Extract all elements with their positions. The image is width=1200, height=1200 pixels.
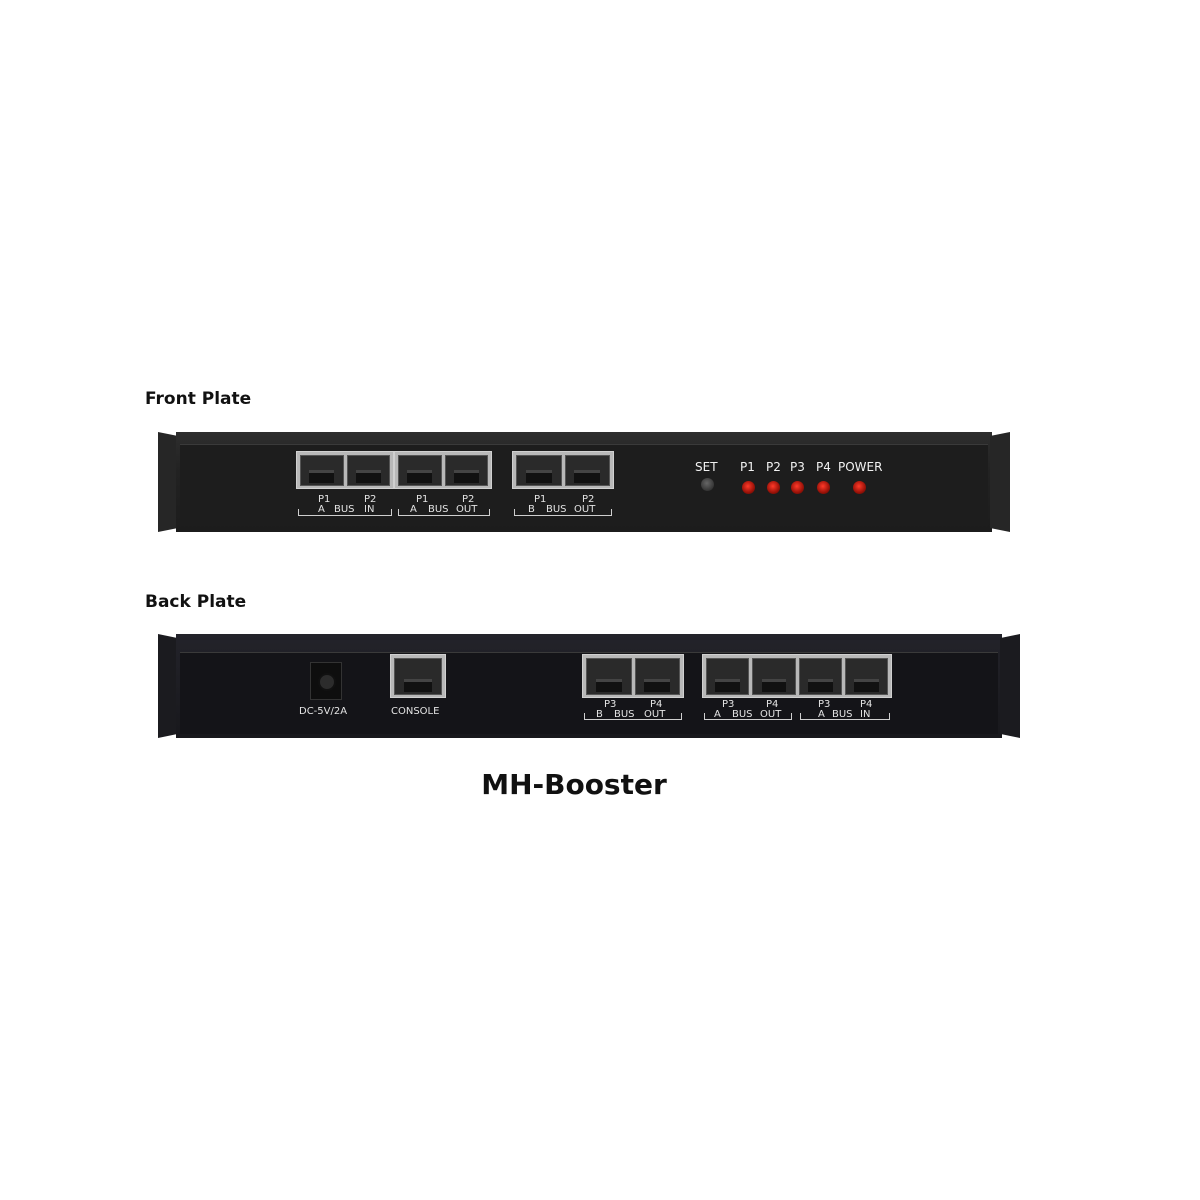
back-b-out-port-p3[interactable] — [586, 658, 632, 695]
led-power — [853, 481, 866, 494]
led-p2 — [767, 481, 780, 494]
front-a-out-bus: BUS — [428, 504, 449, 515]
back-b-out-p-left: P3 — [604, 699, 617, 710]
back-a-out-bus: BUS — [732, 709, 753, 720]
back-plate-title: Back Plate — [145, 592, 247, 612]
console-port[interactable] — [394, 658, 442, 695]
set-button[interactable] — [701, 478, 714, 491]
front-a-out-p-right: P2 — [462, 494, 475, 505]
front-a-in-p-right: P2 — [364, 494, 377, 505]
front-b-out-port-p2[interactable] — [564, 455, 610, 486]
front-plate-title: Front Plate — [145, 389, 252, 409]
back-b-out-letter: B — [596, 709, 603, 720]
front-b-out-p-left: P1 — [534, 494, 547, 505]
led-p3 — [791, 481, 804, 494]
front-a-in-dir: IN — [364, 504, 375, 515]
dc-power-jack[interactable] — [310, 662, 342, 700]
back-a-out-dir: OUT — [760, 709, 782, 720]
back-a-out-port-p4[interactable] — [752, 658, 796, 695]
front-a-out-port-p1[interactable] — [398, 455, 442, 486]
front-b-out-p-right: P2 — [582, 494, 595, 505]
front-b-out-dir: OUT — [574, 504, 596, 515]
front-a-out-letter: A — [410, 504, 417, 515]
led-p1 — [742, 481, 755, 494]
front-plate-device: P1 P2 A BUS IN P1 P2 A BUS OUT P1 P2 B B… — [158, 432, 1010, 532]
led-label-p1: P1 — [740, 460, 755, 474]
console-label: CONSOLE — [391, 706, 440, 717]
front-a-bus-in-ports — [296, 451, 394, 489]
front-a-out-port-p2[interactable] — [444, 455, 488, 486]
front-b-bus-out-ports — [512, 451, 614, 489]
front-b-out-port-p1[interactable] — [516, 455, 562, 486]
back-a-bus-ports — [702, 654, 892, 698]
front-a-in-bus: BUS — [334, 504, 355, 515]
front-a-bus-out-ports — [394, 451, 492, 489]
led-label-power: POWER — [838, 460, 883, 474]
led-p4 — [817, 481, 830, 494]
led-label-p4: P4 — [816, 460, 831, 474]
back-b-out-dir: OUT — [644, 709, 666, 720]
back-a-in-port-p3[interactable] — [798, 658, 842, 695]
back-a-out-p-right: P4 — [766, 699, 779, 710]
front-b-out-bus: BUS — [546, 504, 567, 515]
back-a-out-p-left: P3 — [722, 699, 735, 710]
console-port-frame — [390, 654, 446, 698]
back-a-in-port-p4[interactable] — [844, 658, 888, 695]
front-a-in-port-p1[interactable] — [300, 455, 344, 486]
front-a-in-port-p2[interactable] — [346, 455, 390, 486]
front-a-in-letter: A — [318, 504, 325, 515]
led-label-p2: P2 — [766, 460, 781, 474]
dc-label: DC-5V/2A — [299, 706, 348, 717]
back-a-in-letter: A — [818, 709, 825, 720]
front-a-out-dir: OUT — [456, 504, 478, 515]
back-a-in-p-left: P3 — [818, 699, 831, 710]
front-a-out-p-left: P1 — [416, 494, 429, 505]
back-b-out-p-right: P4 — [650, 699, 663, 710]
led-label-p3: P3 — [790, 460, 805, 474]
back-b-bus-out-ports — [582, 654, 684, 698]
back-a-in-dir: IN — [860, 709, 871, 720]
back-b-out-bus: BUS — [614, 709, 635, 720]
back-a-in-bus: BUS — [832, 709, 853, 720]
front-a-in-p-left: P1 — [318, 494, 331, 505]
back-b-out-port-p4[interactable] — [634, 658, 680, 695]
set-label: SET — [695, 460, 718, 474]
back-a-out-letter: A — [714, 709, 721, 720]
back-plate-device: DC-5V/2A CONSOLE P3 P4 B BUS OUT P3 P4 A… — [158, 634, 1020, 738]
back-a-out-port-p3[interactable] — [706, 658, 750, 695]
product-caption: MH-Booster — [481, 768, 667, 801]
back-a-in-p-right: P4 — [860, 699, 873, 710]
front-b-out-letter: B — [528, 504, 535, 515]
